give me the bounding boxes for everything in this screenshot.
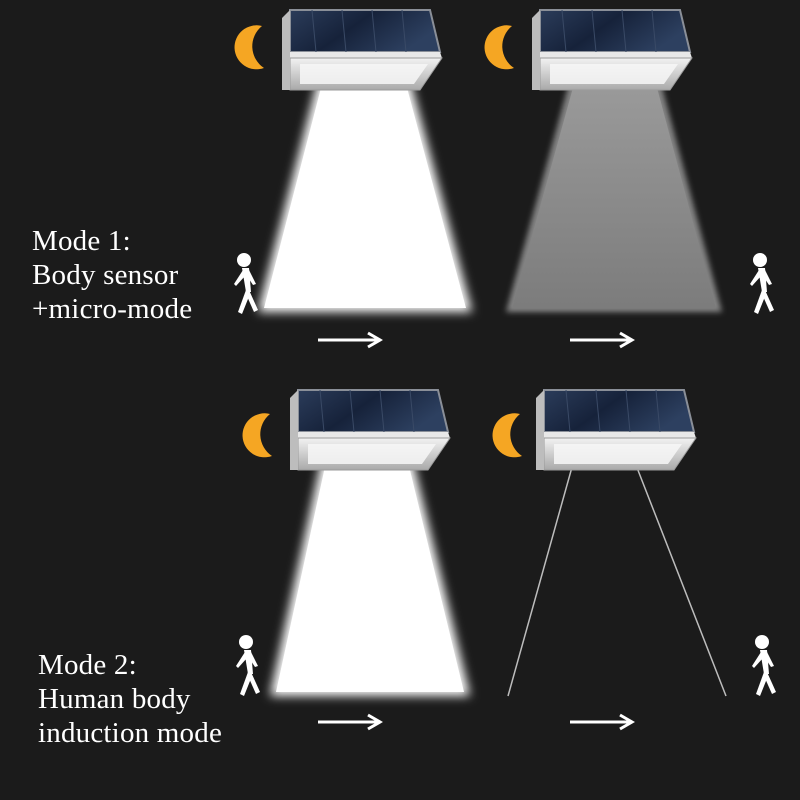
mode2-line-2: Human body [38,683,191,715]
mode2-lamp-1-icon [289,389,451,471]
mode2-label: Mode 2: Human body induction mode [38,648,222,750]
mode1-label: Mode 1: Body sensor +micro-mode [32,224,192,326]
mode1-arrow-2-icon [568,331,634,349]
mode2-line-3: induction mode [38,717,223,749]
mode1-line-3: +micro-mode [32,293,193,325]
mode2-title: Mode 2: [38,649,137,681]
mode1-person-1-icon [234,253,258,314]
mode1-title: Mode 1: [32,225,131,257]
mode2-person-2-icon [752,635,776,696]
mode1-person-2-icon [750,253,774,314]
mode2-bright-beam [270,458,470,696]
mode1-moon-2-icon [484,25,514,70]
mode2-moon-2-icon [492,413,522,458]
mode1-moon-1-icon [234,25,264,70]
mode2-arrow-2-icon [568,713,634,731]
mode1-arrow-1-icon [316,331,382,349]
mode1-lamp-1-icon [281,9,443,91]
mode2-moon-1-icon [242,413,272,458]
mode2-lamp-2-icon [535,389,697,471]
mode1-bright-beam [258,80,472,312]
mode2-arrow-1-icon [316,713,382,731]
mode1-lamp-2-icon [531,9,693,91]
mode2-person-1-icon [236,635,260,696]
mode2-off-beam [507,459,727,697]
mode1-line-2: Body sensor [32,259,179,291]
mode1-dim-beam [506,80,722,312]
